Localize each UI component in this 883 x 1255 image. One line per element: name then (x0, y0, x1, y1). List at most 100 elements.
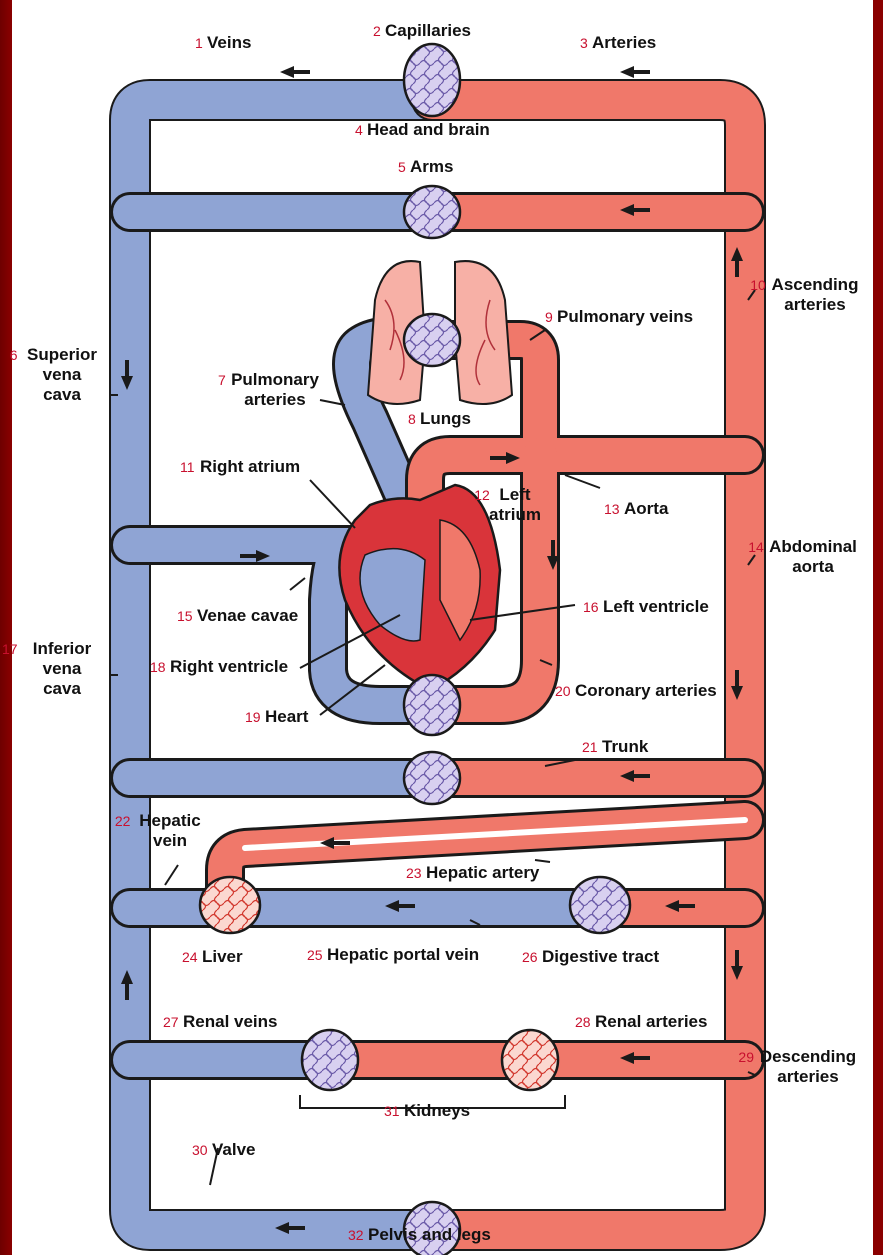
label-number: 16 (583, 599, 599, 615)
label-number: 29 (738, 1049, 754, 1065)
label-number: 8 (408, 411, 416, 427)
label-text: Heart (265, 707, 309, 726)
label-number: 10 (750, 277, 766, 293)
label-text: Digestive tract (542, 947, 659, 966)
capillary-arms (404, 186, 460, 238)
arrow-left-icon (280, 66, 310, 78)
label-number: 13 (604, 501, 620, 517)
label-text: Renal veins (183, 1012, 278, 1031)
label-number: 5 (398, 159, 406, 175)
label-veins: 1Veins (195, 33, 251, 52)
heart (339, 485, 500, 690)
label-text: Liver (202, 947, 243, 966)
label-number: 3 (580, 35, 588, 51)
capillary-kidney-vein (302, 1030, 358, 1090)
label-text: vein (153, 831, 187, 850)
label-text: Hepatic (139, 811, 200, 830)
label-text: Inferior (33, 639, 92, 658)
capillary-heart (404, 675, 460, 735)
label-text: Superior (27, 345, 97, 364)
label-number: 31 (384, 1103, 400, 1119)
label-text: Descending (760, 1047, 856, 1066)
label-number: 26 (522, 949, 538, 965)
label-right-atrium: 11 Right atrium (180, 457, 300, 476)
label-text: Head and brain (367, 120, 490, 139)
label-text: Left ventricle (603, 597, 709, 616)
label-number: 2 (373, 23, 381, 39)
label-number: 24 (182, 949, 198, 965)
label-text: Arms (410, 157, 453, 176)
label-number: 9 (545, 309, 553, 325)
label-text: Aorta (624, 499, 669, 518)
label-number: 28 (575, 1014, 591, 1030)
label-text: atrium (489, 505, 541, 524)
label-text: Coronary arteries (575, 681, 717, 700)
label-number: 27 (163, 1014, 179, 1030)
label-number: 1 (195, 35, 203, 51)
label-text: Right ventricle (170, 657, 288, 676)
label-number: 14 (748, 539, 764, 555)
label-text: Hepatic portal vein (327, 945, 479, 964)
label-number: 22 (115, 813, 131, 829)
capillary-trunk (404, 752, 460, 804)
label-liver: 24Liver (182, 947, 243, 966)
label-text: vena (43, 365, 82, 384)
label-text: Renal arteries (595, 1012, 707, 1031)
label-number: 19 (245, 709, 261, 725)
label-number: 11 (180, 459, 195, 475)
label-number: 7 (218, 372, 226, 388)
capillary-digestive (570, 877, 630, 933)
label-number: 21 (582, 739, 598, 755)
label-text: vena (43, 659, 82, 678)
label-number: 12 (474, 487, 490, 503)
label-number: 6 (10, 347, 18, 363)
arrow-left-icon (620, 66, 650, 78)
label-text: arteries (777, 1067, 838, 1086)
label-text: Kidneys (404, 1101, 470, 1120)
label-text: Right atrium (200, 457, 300, 476)
label-text: Lungs (420, 409, 471, 428)
label-text: Valve (212, 1140, 256, 1159)
label-renal-arteries: 28Renal arteries (575, 1012, 707, 1031)
label-text: Pulmonary veins (557, 307, 693, 326)
label-text: Ascending (772, 275, 859, 294)
label-number: 18 (150, 659, 166, 675)
label-number: 20 (555, 683, 571, 699)
label-text: arteries (784, 295, 845, 314)
label-number: 17 (2, 641, 18, 657)
label-text: cava (43, 679, 81, 698)
capillary-head (404, 44, 460, 116)
label-number: 30 (192, 1142, 208, 1158)
label-text: Hepatic artery (426, 863, 540, 882)
label-number: 15 (177, 608, 193, 624)
label-text: aorta (792, 557, 834, 576)
label-text: Trunk (602, 737, 649, 756)
label-text: Veins (207, 33, 251, 52)
label-text: Abdominal (769, 537, 857, 556)
label-text: cava (43, 385, 81, 404)
label-digestive-tract: 26Digestive tract (522, 947, 659, 966)
capillary-liver (200, 877, 260, 933)
label-number: 32 (348, 1227, 364, 1243)
label-number: 25 (307, 947, 323, 963)
capillary-kidney-artery (502, 1030, 558, 1090)
label-ascending-arteries: 10 Ascendingarteries (750, 275, 858, 314)
label-number: 4 (355, 122, 363, 138)
label-text: Arteries (592, 33, 656, 52)
